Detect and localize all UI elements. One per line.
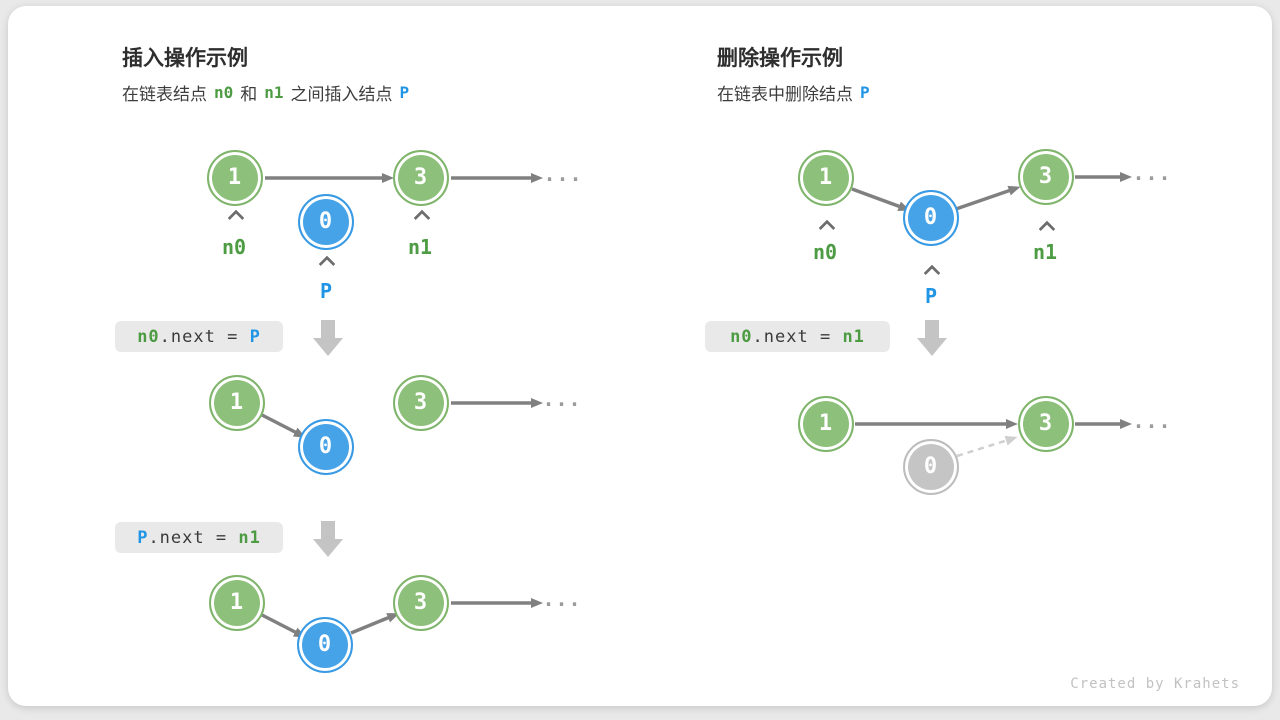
code-rhs: n1 <box>238 527 261 548</box>
node-insert2-p: 0 <box>297 418 354 475</box>
node-value: 0 <box>923 454 938 479</box>
node-value: 3 <box>413 165 428 190</box>
insert-subtitle-n1: n1 <box>264 83 284 102</box>
code-chip-insert-1: n0.next = P <box>115 321 283 352</box>
insert-subtitle-n0: n0 <box>214 83 234 102</box>
code-rhs: n1 <box>842 326 865 347</box>
node-insert2-next: 3 <box>392 374 449 431</box>
node-insert1-head: 1 <box>206 149 263 206</box>
delete-subtitle-p: P <box>860 83 870 102</box>
ellipsis-insert1: ... <box>543 162 583 186</box>
card-background <box>8 6 1272 706</box>
node-delete2-removed: 0 <box>902 438 959 495</box>
code-chip-insert-2: P.next = n1 <box>115 522 283 553</box>
node-value: 0 <box>923 205 938 230</box>
label-delete-n0: n0 <box>812 240 838 264</box>
node-value: 0 <box>318 434 333 459</box>
node-value: 0 <box>318 209 333 234</box>
code-lhs: n0 <box>137 326 160 347</box>
node-value: 3 <box>413 390 428 415</box>
delete-title: 删除操作示例 <box>717 47 843 70</box>
node-value: 0 <box>317 632 332 657</box>
node-insert3-head: 1 <box>208 574 265 631</box>
node-value: 3 <box>413 590 428 615</box>
insert-subtitle-p: P <box>399 83 410 102</box>
node-delete1-next: 3 <box>1017 148 1074 205</box>
node-value: 1 <box>227 165 242 190</box>
node-value: 1 <box>229 390 244 415</box>
label-insert-p: P <box>319 279 333 303</box>
label-insert-n0: n0 <box>221 235 247 259</box>
ellipsis-insert3: ... <box>542 587 582 611</box>
node-insert3-next: 3 <box>392 574 449 631</box>
node-value: 3 <box>1038 411 1053 436</box>
credit-text: Created by Krahets <box>1070 676 1240 692</box>
node-delete1-head: 1 <box>797 149 854 206</box>
insert-subtitle-text3: 之间插入结点 <box>290 85 393 104</box>
node-insert1-next: 3 <box>392 149 449 206</box>
ellipsis-delete1: ... <box>1132 161 1172 185</box>
node-value: 3 <box>1038 164 1053 189</box>
code-lhs: n0 <box>730 326 753 347</box>
node-insert3-p: 0 <box>296 616 353 673</box>
node-delete2-next: 3 <box>1017 395 1074 452</box>
delete-subtitle: 在链表中删除结点 P <box>717 80 877 105</box>
insert-title: 插入操作示例 <box>122 47 248 70</box>
code-chip-delete-1: n0.next = n1 <box>705 321 890 352</box>
ellipsis-delete2: ... <box>1132 409 1172 433</box>
code-rhs: P <box>249 326 261 347</box>
insert-subtitle-text2: 和 <box>240 85 258 104</box>
node-delete2-head: 1 <box>797 395 854 452</box>
code-op: .next = <box>148 527 239 548</box>
node-value: 1 <box>818 411 833 436</box>
node-value: 1 <box>229 590 244 615</box>
ellipsis-insert2: ... <box>542 387 582 411</box>
insert-subtitle-text1: 在链表结点 <box>122 85 207 104</box>
delete-subtitle-text1: 在链表中删除结点 <box>717 85 853 104</box>
label-insert-n1: n1 <box>407 235 433 259</box>
code-op: .next = <box>159 326 250 347</box>
node-delete1-p: 0 <box>902 189 959 246</box>
node-insert1-p: 0 <box>297 193 354 250</box>
label-delete-n1: n1 <box>1032 240 1058 264</box>
label-delete-p: P <box>924 284 938 308</box>
node-insert2-head: 1 <box>208 374 265 431</box>
code-op: .next = <box>752 326 843 347</box>
insert-subtitle: 在链表结点 n0 和 n1 之间插入结点 P <box>122 80 416 105</box>
node-value: 1 <box>818 165 833 190</box>
code-lhs: P <box>137 527 149 548</box>
